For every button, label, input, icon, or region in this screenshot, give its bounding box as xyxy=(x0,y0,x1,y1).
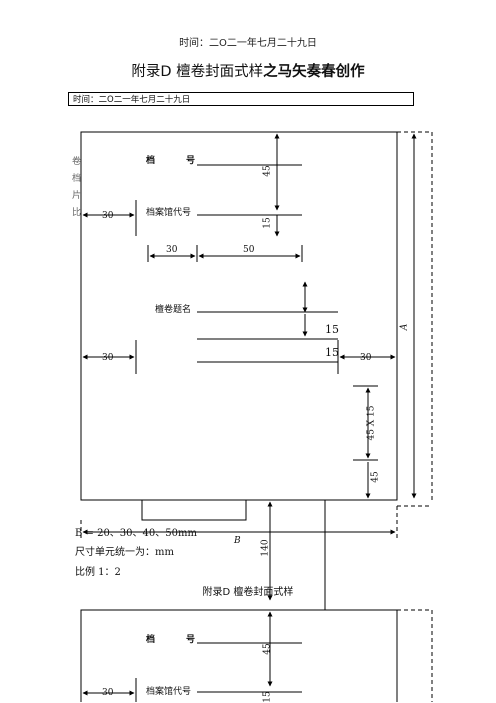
fig2-label-hao: 号 xyxy=(186,635,196,645)
page-title: 附录D 檀卷封面式样之马矢奏春创作 xyxy=(0,60,496,81)
fig2-label-archive-code: 档案馆代号 xyxy=(146,687,192,697)
date-box: 时间：二O二一年七月二十九日 xyxy=(68,92,414,106)
fig2-dim-30: 30 xyxy=(102,688,114,698)
label-dang: 档 xyxy=(146,156,156,166)
fig2-dim-15: 15 xyxy=(262,691,273,703)
note-unit: 尺寸单元统一为：mm xyxy=(75,547,174,558)
left-char-4: 比 xyxy=(72,208,82,218)
dim-30-mid: 30 xyxy=(166,245,178,255)
dim-30-right: 30 xyxy=(360,353,372,363)
note-scale: 比例 1：2 xyxy=(75,567,121,578)
fig2-dim-45: 45 xyxy=(262,643,273,655)
dim-30-left-1: 30 xyxy=(102,211,114,221)
dim-45-bottom: 45 xyxy=(370,471,381,483)
title-suffix: 之马矢奏春创作 xyxy=(263,64,365,80)
label-hao: 号 xyxy=(186,156,196,166)
left-char-2: 档 xyxy=(72,174,82,184)
cover-outline-1 xyxy=(80,131,398,501)
cover-outline-2 xyxy=(80,609,398,702)
fig2-label-dang: 档 xyxy=(146,635,156,645)
dim-15-title-1: 15 xyxy=(325,323,339,336)
left-char-1: 卷 xyxy=(72,157,82,167)
label-archive-code: 档案馆代号 xyxy=(146,208,192,218)
page-header-time: 时间：二O二一年七月二十九日 xyxy=(179,38,317,49)
dim-140: 140 xyxy=(260,539,271,557)
figure-caption: 附录D 檀卷封面式样 xyxy=(202,587,294,598)
note-b-values: B = 20、30、40、50mm xyxy=(75,528,197,539)
dim-B: B xyxy=(234,536,241,546)
dim-45x15: 45 X 15 xyxy=(366,405,377,441)
dim-30-left-2: 30 xyxy=(102,353,114,363)
cover-tab xyxy=(141,499,247,521)
dim-45-top: 45 xyxy=(262,165,273,177)
dim-A: A xyxy=(399,323,410,331)
title-main: 附录D 檀卷封面式样 xyxy=(131,64,264,80)
dim-15-top: 15 xyxy=(262,217,273,229)
label-file-title: 檀卷题名 xyxy=(155,305,192,315)
dim-50: 50 xyxy=(243,245,255,255)
dim-15-title-2: 15 xyxy=(325,346,339,359)
left-char-3: 片 xyxy=(72,191,82,201)
